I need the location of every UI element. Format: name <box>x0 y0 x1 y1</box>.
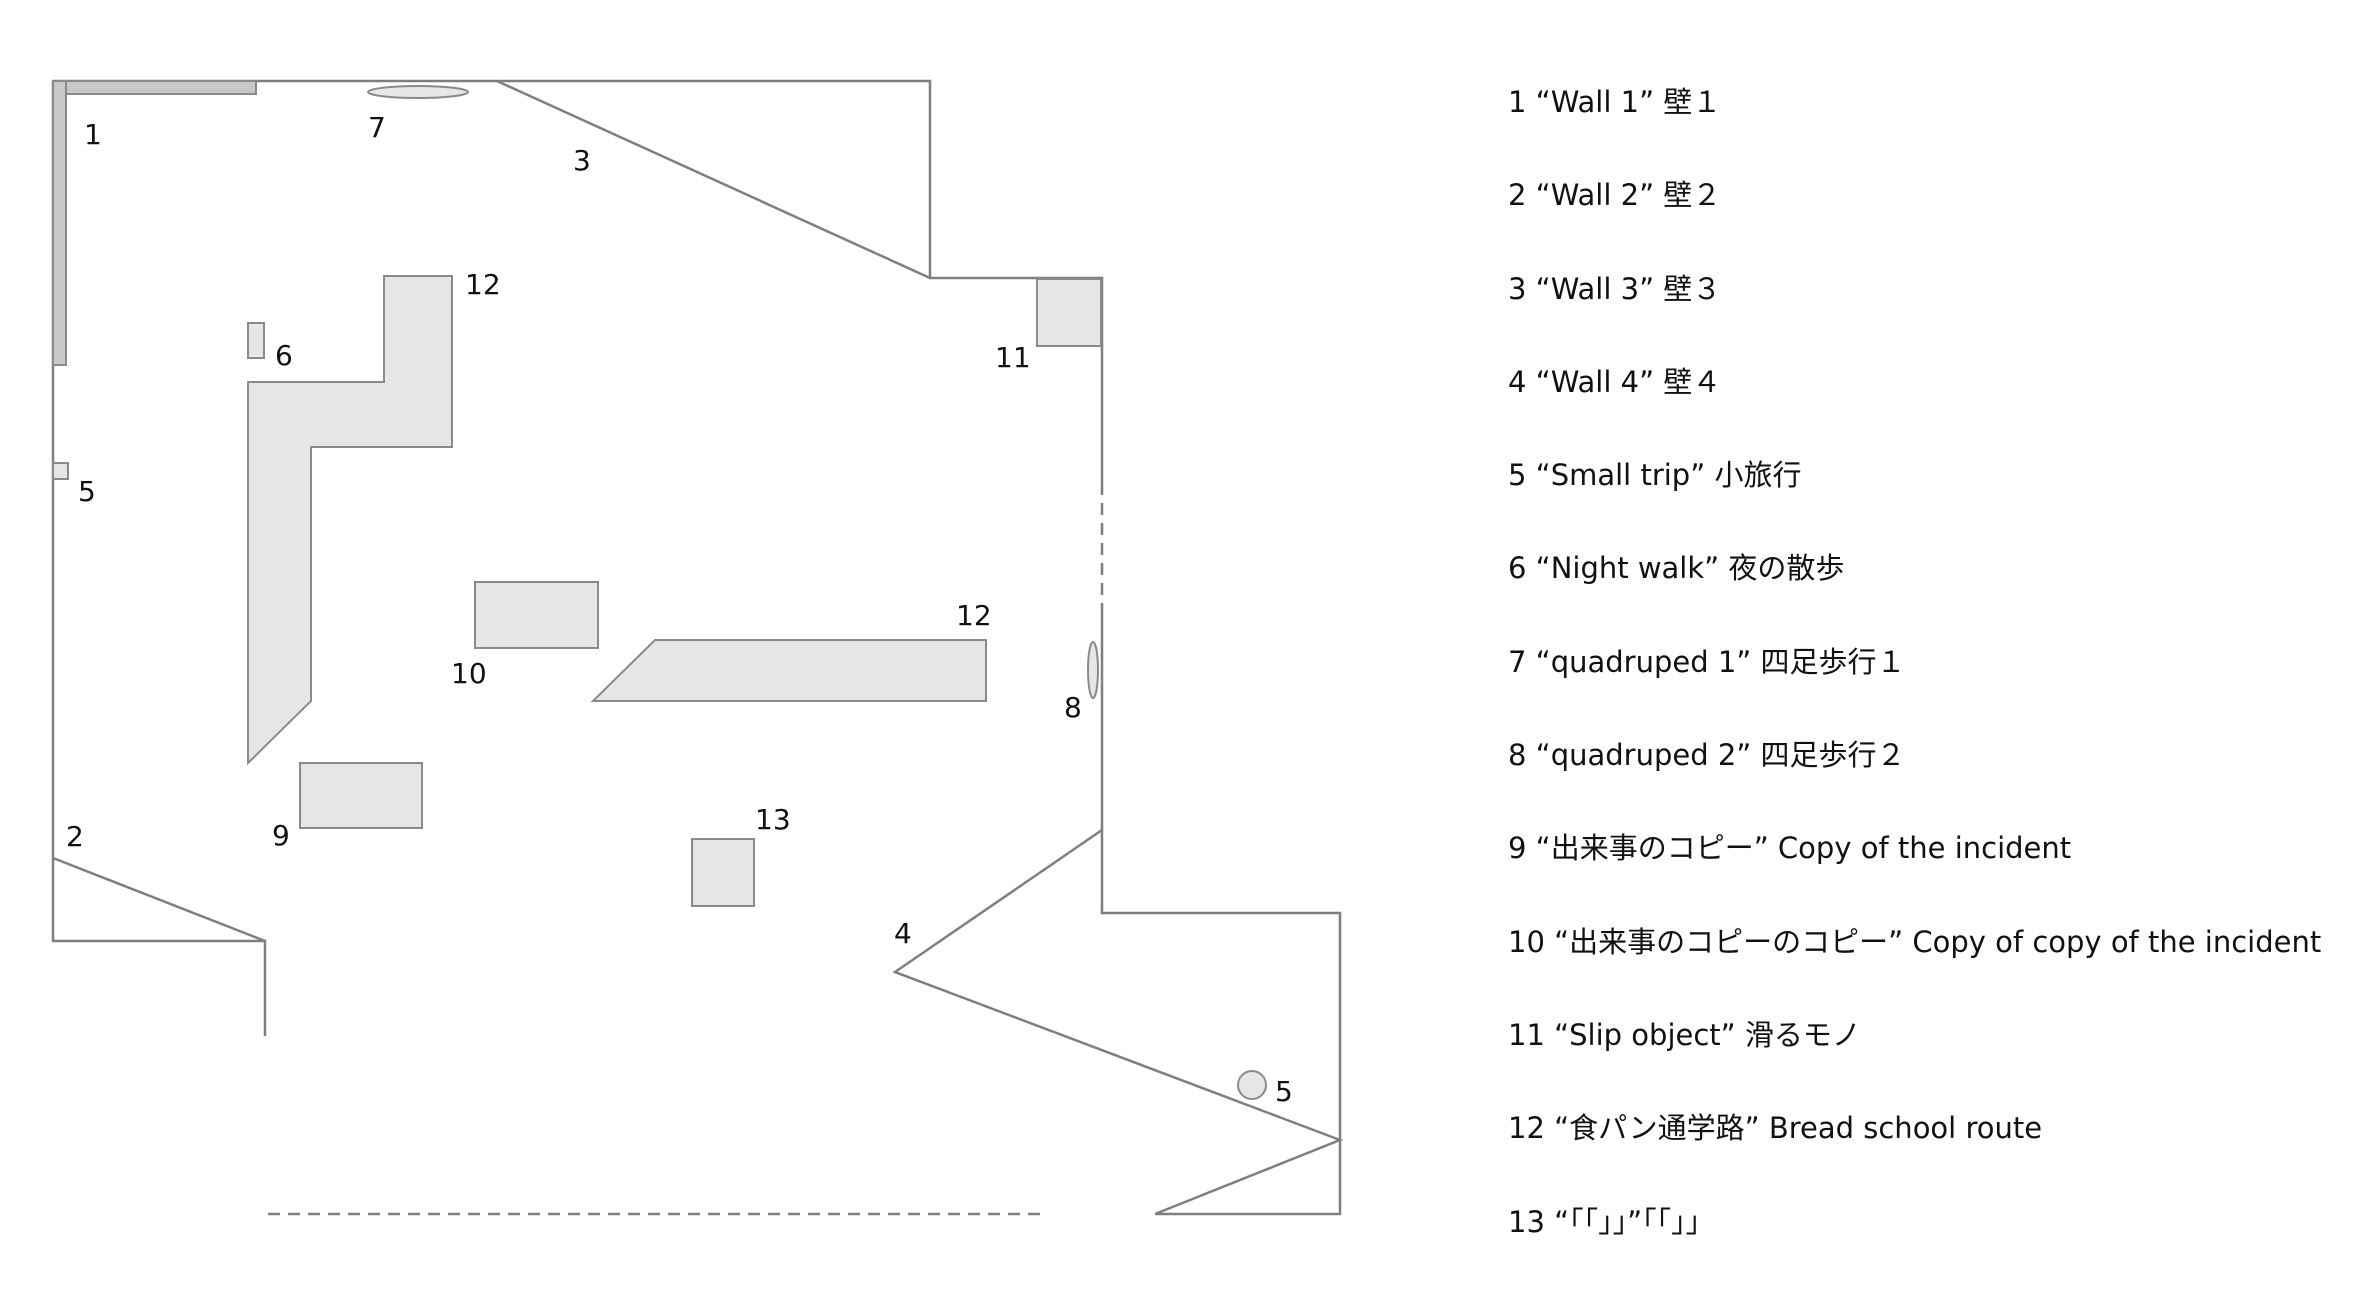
plan-label-bracket-object: 13 <box>755 803 791 836</box>
wall-1-horizontal <box>52 80 257 95</box>
legend-item-bread-route: 12 “食パン通学路” Bread school route <box>1508 1111 2043 1146</box>
plan-label-wall-2: 2 <box>66 820 84 853</box>
outer-wall-right <box>1100 614 1342 1216</box>
plan-label-copy-of-incident: 9 <box>272 819 290 852</box>
outer-wall-left <box>51 81 267 1036</box>
plan-label-quadruped-2: 8 <box>1064 691 1082 724</box>
legend-item-copy-of-incident: 9 “出来事のコピー” Copy of the incident <box>1508 831 2072 866</box>
legend-item-quadruped-1: 7 “quadruped 1” 四足歩行１ <box>1508 644 1906 679</box>
legend-item-bracket-object: 13 “「「」」”「「」」 <box>1508 1204 1715 1239</box>
legend-item-night-walk: 6 “Night walk” 夜の散歩 <box>1508 551 1845 586</box>
legend-item-slip-object: 11 “Slip object” 滑るモノ <box>1508 1017 1861 1052</box>
quadruped-2-shape <box>1087 641 1099 699</box>
plan-label-small-trip-right: 5 <box>1275 1075 1293 1108</box>
plan-label-bread-route-top: 12 <box>465 268 501 301</box>
legend-item-quadruped-2: 8 “quadruped 2” 四足歩行２ <box>1508 738 1906 773</box>
plan-label-wall-1: 1 <box>84 118 102 151</box>
plan-label-night-walk: 6 <box>275 339 293 372</box>
plan-label-bread-route-middle: 12 <box>956 599 992 632</box>
legend: 1 “Wall 1” 壁１ 2 “Wall 2” 壁２ 3 “Wall 3” 壁… <box>1508 80 2321 1293</box>
wall-3 <box>496 79 931 280</box>
copy-of-copy-shape <box>474 581 599 649</box>
plan-label-slip-object: 11 <box>995 341 1031 374</box>
legend-item-wall-1: 1 “Wall 1” 壁１ <box>1508 85 1722 119</box>
plan-label-quadruped-1: 7 <box>368 111 386 144</box>
plan-label-copy-of-copy: 10 <box>451 657 487 690</box>
legend-item-small-trip: 5 “Small trip” 小旅行 <box>1508 458 1802 493</box>
floor-plan: 1 7 3 12 6 11 5 10 12 8 2 9 13 4 5 <box>51 79 1344 1216</box>
night-walk-shape <box>247 322 265 359</box>
bread-route-l-shape <box>247 275 453 766</box>
wall-1-vertical <box>52 80 67 366</box>
bread-route-bar-shape <box>590 639 987 702</box>
legend-item-copy-of-copy: 10 “出来事のコピーのコピー” Copy of copy of the inc… <box>1508 924 2322 959</box>
wall-4 <box>892 828 1344 1216</box>
wall-2 <box>52 856 266 943</box>
bracket-object-shape <box>691 838 755 907</box>
small-trip-right-marker <box>1237 1070 1267 1100</box>
legend-item-wall-3: 3 “Wall 3” 壁３ <box>1508 271 1722 306</box>
small-trip-left-marker <box>52 462 69 480</box>
slip-object-shape <box>1036 278 1102 347</box>
plan-label-small-trip-left: 5 <box>78 475 96 508</box>
plan-label-wall-4: 4 <box>894 917 912 950</box>
legend-item-wall-2: 2 “Wall 2” 壁２ <box>1508 178 1722 213</box>
legend-item-wall-4: 4 “Wall 4” 壁４ <box>1508 364 1722 399</box>
copy-of-incident-shape <box>299 762 423 829</box>
plan-label-wall-3: 3 <box>573 144 591 177</box>
quadruped-1-shape <box>367 85 469 99</box>
outer-wall-top <box>53 79 1104 483</box>
